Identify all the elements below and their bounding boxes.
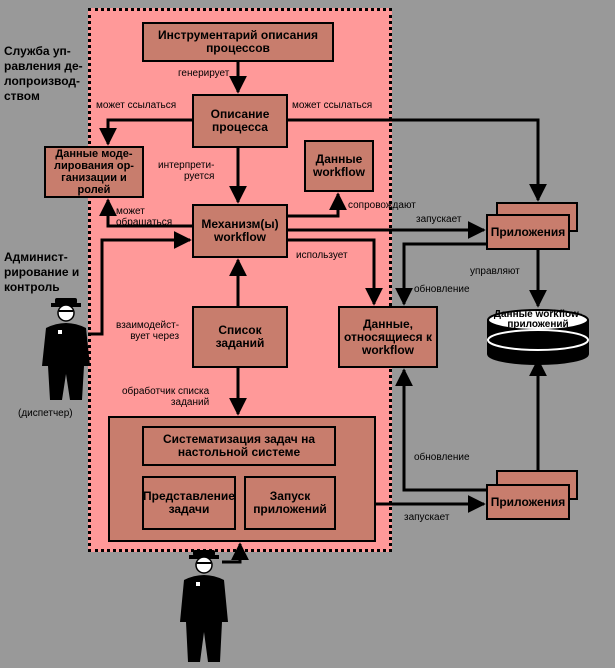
process-tools-box: Инструментарий описания процессов: [142, 22, 334, 62]
launches-bottom-label: запускает: [404, 512, 450, 523]
management-service-label: Служба уп- равления де- лопроизвод- ство…: [4, 44, 83, 103]
modeling-data-box: Данные моде-лирования ор-ганизации и рол…: [44, 146, 144, 198]
launches-top-label: запускает: [416, 214, 462, 225]
dispatcher-label: (диспетчер): [18, 408, 73, 419]
user-person-icon: [180, 550, 228, 662]
task-list-box: Список заданий: [192, 306, 288, 368]
update-bottom-arrow: [395, 368, 486, 492]
applications-top-box: Приложения: [486, 214, 570, 250]
app-launch-box: Запуск приложений: [244, 476, 336, 530]
may-access-label: может обращаться: [116, 206, 173, 228]
may-refer-left-label: может ссылаться: [96, 100, 177, 111]
workflow-mechanism-box: Механизм(ы) workflow: [192, 204, 288, 258]
applications-bottom-box: Приложения: [486, 484, 570, 520]
list-handler-label: обработчик списка заданий: [122, 386, 210, 408]
dispatcher-person-icon: [42, 298, 90, 400]
update-bottom-label: обновление: [414, 452, 470, 463]
workflow-related-data-box: Данные, относящиеся к workflow: [338, 306, 438, 368]
process-description-box: Описание процесса: [192, 94, 288, 148]
manage-label: управляют: [470, 266, 520, 277]
workflow-data-box: Данные workflow: [304, 140, 374, 192]
generates-label: генерирует: [178, 68, 230, 79]
accompanies-label: сопровождают: [348, 200, 416, 211]
may-refer-right-label: может ссылаться: [292, 100, 373, 111]
task-systematization-box: Систематизация задач на настольной систе…: [142, 426, 336, 466]
task-view-box: Представление задачи: [142, 476, 236, 530]
app-data-label: Данные workflow-приложений: [493, 309, 583, 330]
uses-label: использует: [296, 250, 348, 261]
administration-label: Админист- рирование и контроль: [4, 250, 80, 294]
interprets-label: интерпрети- руется: [158, 160, 215, 182]
interacts-label: взаимодейст- вует через: [116, 320, 180, 342]
update-top-label: обновление: [414, 284, 470, 295]
